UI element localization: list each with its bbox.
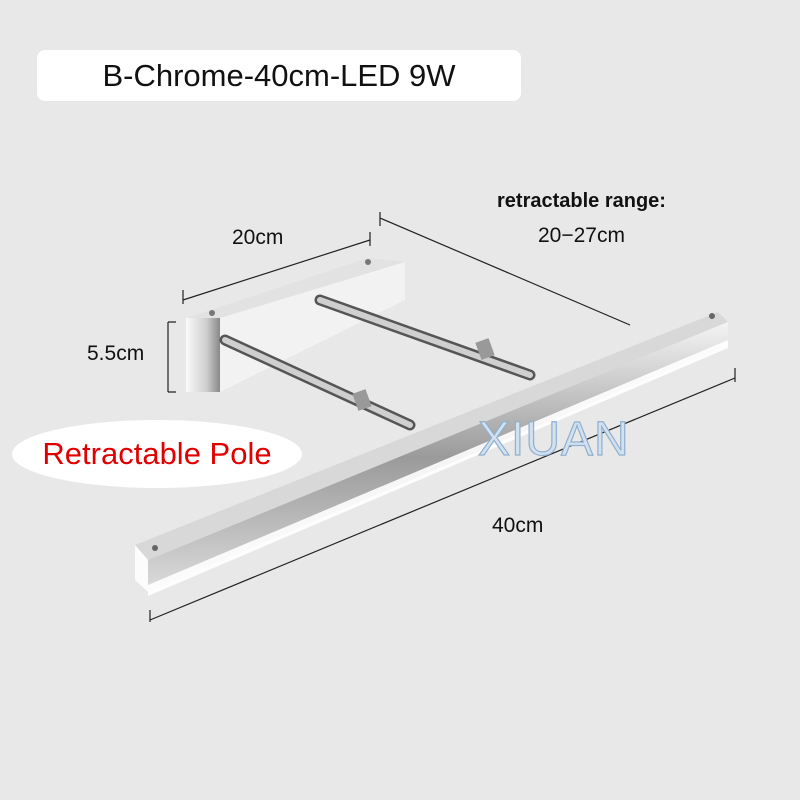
height-label: 5.5cm (87, 342, 145, 365)
length-label: 40cm (492, 514, 544, 537)
brand-watermark: XIUAN (477, 412, 630, 466)
dimension-line-range (379, 212, 631, 326)
screw-icon (209, 310, 215, 316)
retractable-pole-badge: Retractable Pole (12, 420, 302, 488)
dimension-line-height (167, 321, 176, 393)
led-light-bar (135, 312, 728, 596)
dimension-line-length (149, 368, 736, 622)
screw-icon (709, 313, 715, 319)
screw-icon (152, 545, 158, 551)
range-label: retractable range: (497, 190, 666, 212)
retractable-pole (219, 294, 536, 431)
dimension-line-depth (182, 232, 371, 304)
depth-label: 20cm (232, 226, 284, 249)
product-variant-title: B-Chrome-40cm-LED 9W (37, 50, 521, 101)
range-value: 20−27cm (538, 224, 625, 247)
screw-icon (365, 259, 371, 265)
